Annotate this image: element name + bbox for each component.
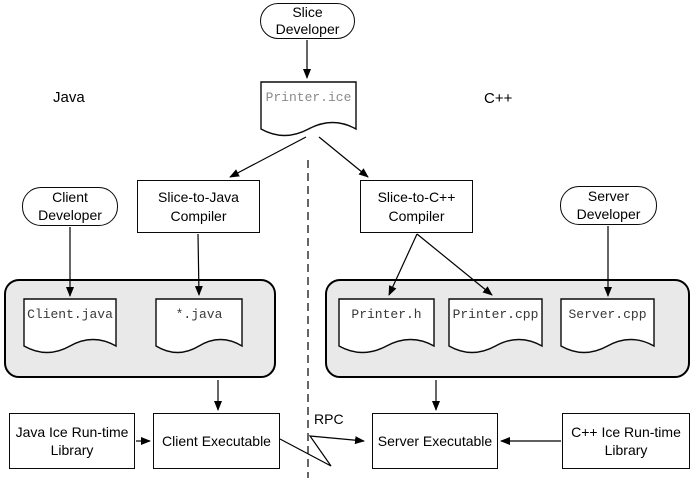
server-developer-label: Server Developer [576,188,641,222]
printer-h-document: Printer.h [338,298,435,356]
java-side-label: Java [53,89,85,106]
printer-ice-document: Printer.ice [260,81,357,139]
client-executable-node: Client Executable [153,413,280,469]
cpp-side-label: C++ [484,90,513,107]
slice-developer-node: Slice Developer [260,3,355,39]
server-developer-node: Server Developer [560,186,657,225]
document-shape [448,298,543,354]
client-developer-label: Client Developer [38,189,102,223]
document-shape [338,298,435,354]
document-shape [260,81,357,137]
java-runtime-library-label: Java Ice Run-time Library [15,423,129,458]
printer-h-label: Printer.h [351,307,422,322]
server-cpp-document: Server.cpp [560,298,655,356]
java-runtime-library-node: Java Ice Run-time Library [9,413,135,469]
star-java-label: *.java [175,307,223,322]
server-executable-label: Server Executable [377,432,493,449]
cpp-runtime-library-label: C++ Ice Run-time Library [571,423,681,458]
slice-to-cpp-compiler-node: Slice-to-C++ Compiler [360,180,473,233]
printer-cpp-document: Printer.cpp [448,298,543,356]
server-cpp-label: Server.cpp [568,307,647,322]
slice-to-cpp-compiler-label: Slice-to-C++ Compiler [377,189,456,224]
slice-to-java-compiler-node: Slice-to-Java Compiler [137,180,260,233]
client-executable-label: Client Executable [162,432,271,449]
client-developer-node: Client Developer [22,187,118,226]
client-java-label: Client.java [27,307,113,322]
printer-ice-label: Printer.ice [265,90,352,105]
document-shape [155,298,243,354]
cpp-runtime-library-node: C++ Ice Run-time Library [562,413,690,469]
arrow-printer-ice-to-java-compiler [229,136,307,178]
slice-to-java-compiler-label: Slice-to-Java Compiler [158,189,239,224]
client-java-document: Client.java [23,298,117,356]
document-shape [23,298,117,354]
rpc-label: RPC [314,411,344,427]
arrow-printer-ice-to-cpp-compiler [318,136,369,178]
document-shape [560,298,655,354]
star-java-document: *.java [155,298,243,356]
slice-developer-label: Slice Developer [275,3,340,38]
rpc-lightning-connector [279,435,365,467]
server-executable-node: Server Executable [372,413,498,469]
printer-cpp-label: Printer.cpp [452,307,539,322]
